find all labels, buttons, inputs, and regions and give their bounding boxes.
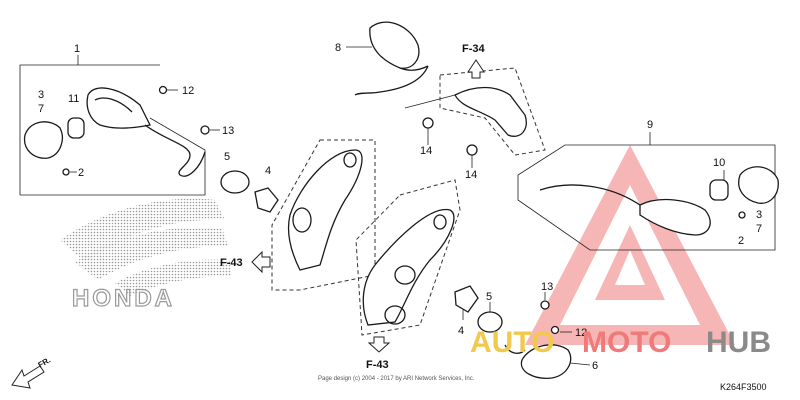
ref-left-label: F-43 [220, 257, 243, 269]
right-signal-bulb [709, 179, 729, 201]
label-8: 8 [335, 42, 341, 54]
mirror [369, 21, 420, 69]
ref-arrow-left: F-43 [220, 250, 271, 274]
label-6: 6 [592, 360, 598, 372]
label-12b: 12 [575, 327, 587, 339]
rubber-5 [220, 170, 250, 194]
ref-bottom-label: F-43 [366, 359, 389, 371]
signal-lens [23, 121, 63, 159]
watermark-part2: MOTO [582, 326, 671, 359]
diagram-code: K264F3500 [720, 382, 767, 392]
leader-lines [70, 46, 725, 366]
nut-14a [422, 117, 434, 129]
label-7b: 7 [756, 223, 762, 235]
left-bracket-group [271, 139, 376, 291]
label-2b: 2 [738, 235, 744, 247]
grommet-13b [540, 300, 550, 310]
label-4b: 4 [458, 325, 464, 337]
center-bracket-group [355, 179, 461, 336]
right-signal-housing [639, 198, 711, 236]
left-bracket [287, 149, 363, 271]
nut-14b [466, 144, 478, 156]
watermark-part3: HUB [706, 326, 771, 359]
honda-logo-text: HONDA [72, 285, 175, 312]
label-1: 1 [74, 43, 80, 55]
ref-arrow-bottom: F-43 [366, 336, 391, 371]
label-5b: 5 [486, 291, 492, 303]
part-labels: 1 2 3 7 11 12 13 5 4 8 14 14 9 10 3 7 2 … [38, 42, 762, 372]
socket-4b [454, 285, 479, 313]
label-4a: 4 [265, 165, 271, 177]
label-12a: 12 [182, 85, 194, 97]
copyright-text: Page design (c) 2004 - 2017 by ARI Netwo… [318, 376, 475, 382]
front-signal-6 [520, 344, 572, 379]
honda-wing-logo: HONDA [60, 198, 232, 313]
label-7a: 7 [38, 103, 44, 115]
right-signal-lens [738, 166, 779, 204]
signal-bulb [67, 117, 85, 139]
grommet-13 [200, 125, 210, 135]
clip-12b [550, 325, 560, 335]
direction-label: FR. [37, 355, 53, 369]
label-2a: 2 [78, 167, 84, 179]
screw-2 [62, 168, 70, 176]
front-direction-arrow: FR. [11, 355, 53, 389]
right-screw-2 [738, 211, 746, 219]
label-10: 10 [713, 157, 725, 169]
label-11: 11 [68, 93, 79, 105]
center-bracket [362, 208, 455, 326]
mirror-group [354, 21, 546, 156]
label-14a: 14 [420, 145, 432, 157]
watermark-part1: AUTO [470, 326, 554, 359]
label-3a: 3 [38, 89, 44, 101]
label-5a: 5 [224, 151, 230, 163]
signal-housing [86, 87, 151, 129]
ref-arrow-top: F-34 [462, 43, 486, 79]
label-14b: 14 [465, 169, 477, 181]
label-9: 9 [647, 119, 653, 131]
label-13a: 13 [222, 125, 234, 137]
watermark-logo [525, 145, 735, 345]
label-13b: 13 [541, 281, 553, 293]
left-turn-signal-group [19, 55, 279, 213]
right-turn-signal-group [517, 132, 779, 251]
clip-12 [158, 85, 168, 95]
socket-4 [254, 187, 279, 213]
mirror-stay [454, 86, 527, 137]
ref-top-label: F-34 [462, 43, 486, 55]
label-3b: 3 [756, 209, 762, 221]
watermark-text: AUTO MOTO HUB [470, 326, 771, 359]
